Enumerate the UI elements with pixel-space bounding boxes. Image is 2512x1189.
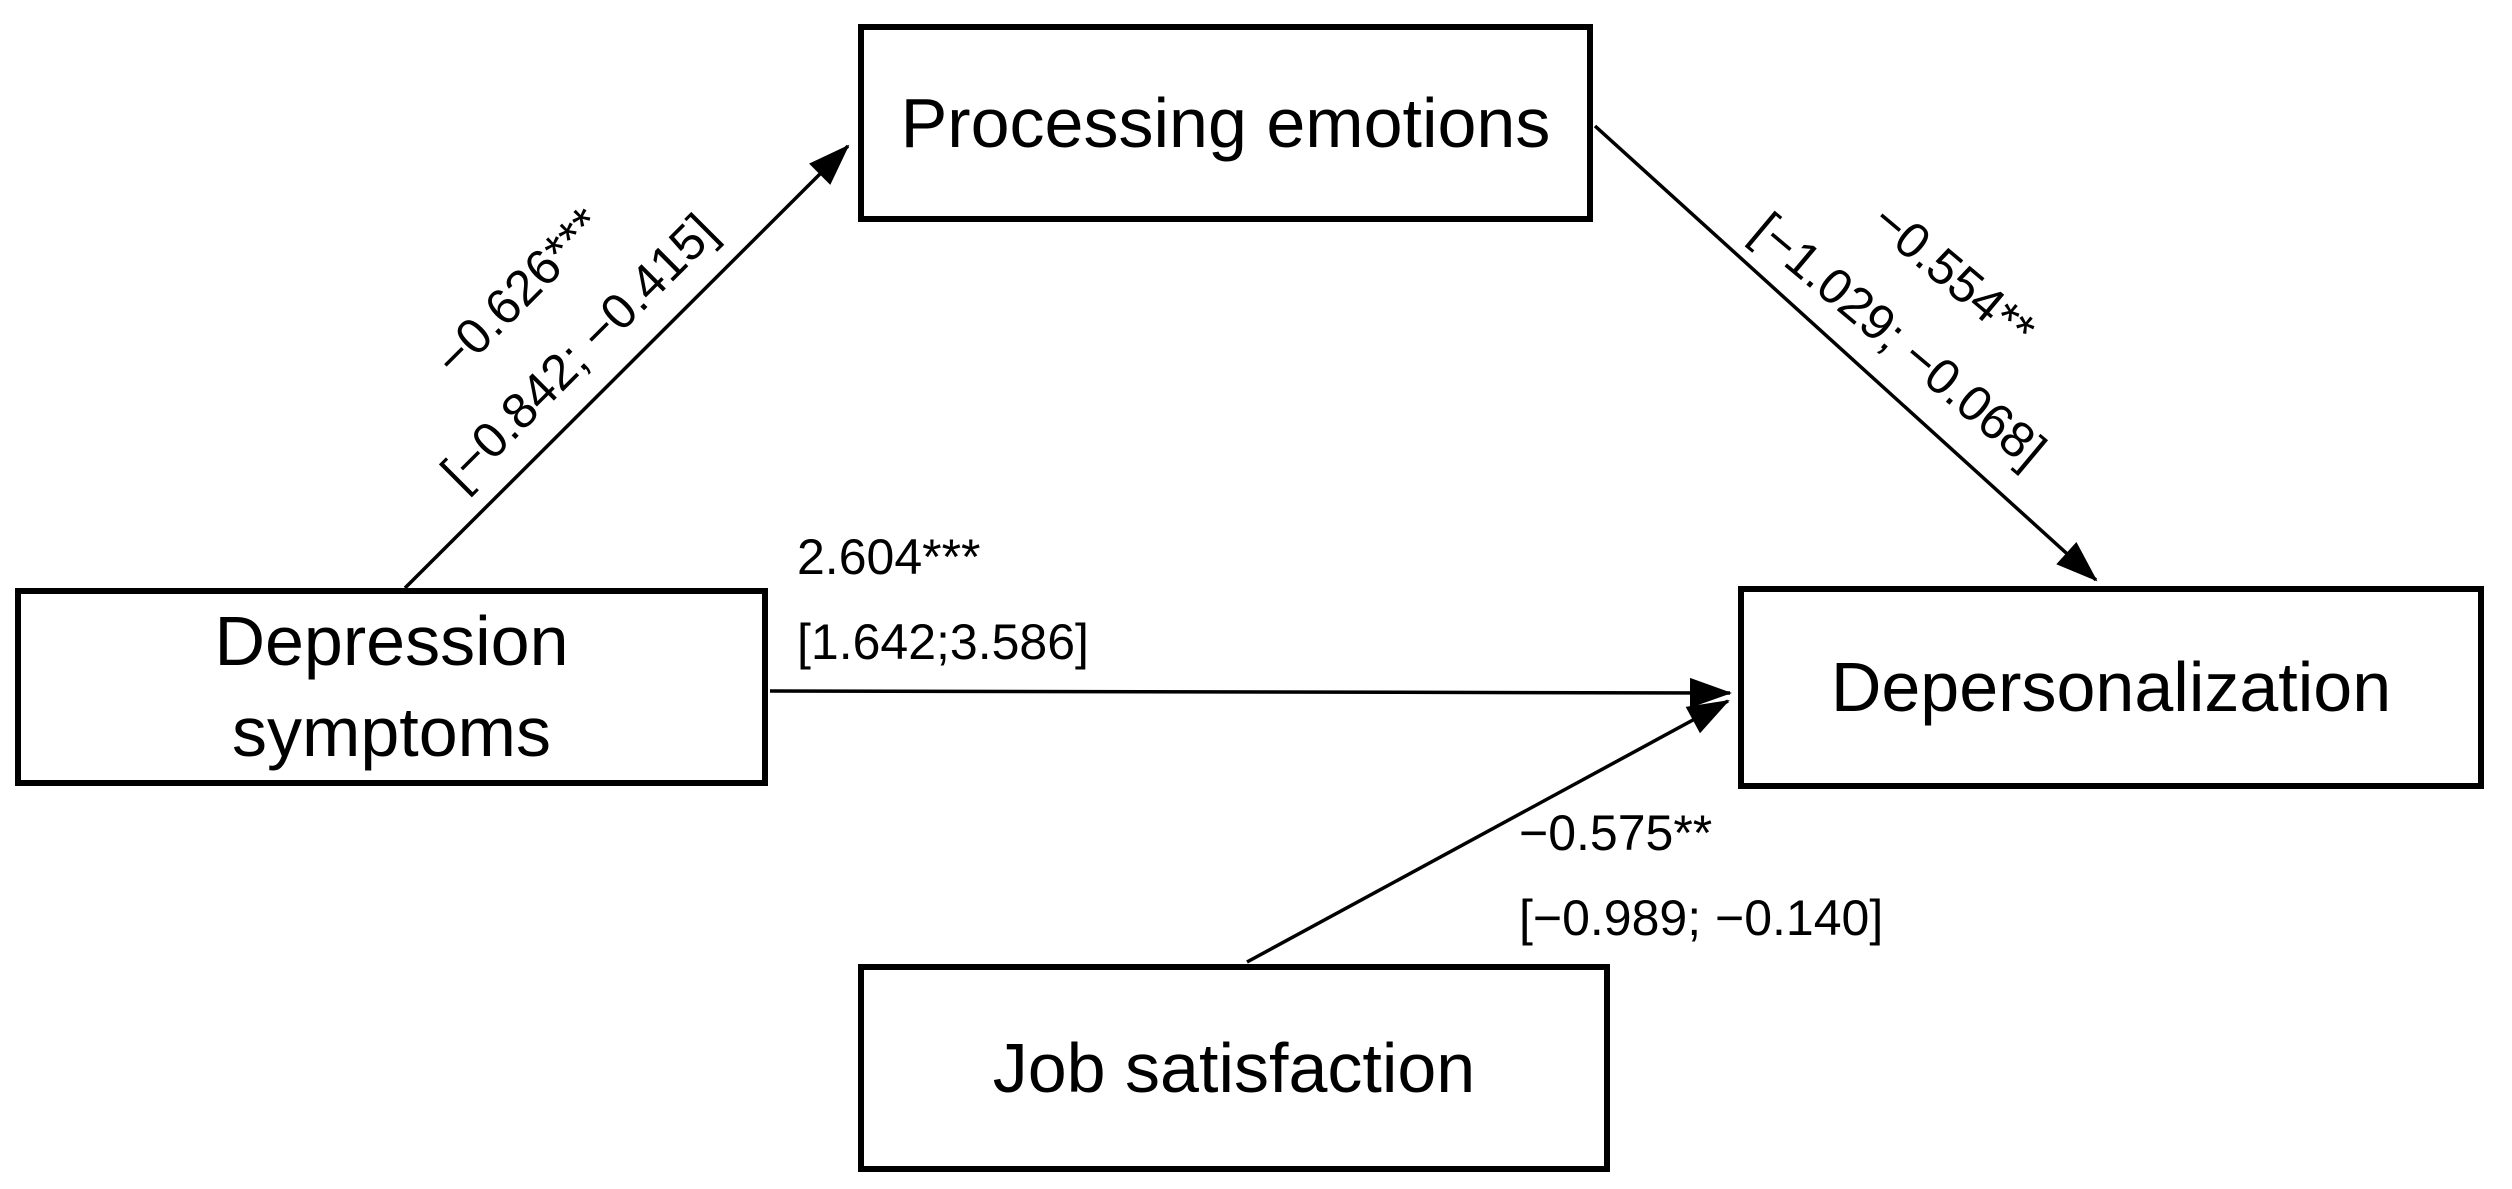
node-processing-emotions-label: Processing emotions: [900, 83, 1551, 162]
arrow-job-to-depersonalization: [1246, 699, 1730, 964]
node-depression-symptoms: Depression symptoms: [15, 588, 768, 786]
node-depression-symptoms-label: Depression symptoms: [214, 602, 569, 771]
node-depersonalization: Depersonalization: [1738, 586, 2484, 789]
arrow-processing-to-depersonalization: [1593, 124, 2098, 582]
arrow-depression-to-processing: [403, 144, 850, 590]
node-processing-emotions: Processing emotions: [858, 24, 1593, 222]
coefficient-job-to-depersonalization: −0.575**: [1519, 805, 1713, 861]
node-depersonalization-label: Depersonalization: [1830, 648, 2392, 726]
coefficient-depression-to-depersonalization: 2.604***: [797, 529, 981, 585]
confidence-interval-depression-to-depersonalization: [1.642;3.586]: [797, 614, 1089, 670]
path-label-job-to-depersonalization: −0.575** [−0.989; −0.140]: [1519, 791, 1883, 961]
arrow-depression-to-depersonalization: [769, 677, 1732, 708]
path-label-depression-to-depersonalization: 2.604*** [1.642;3.586]: [797, 515, 1089, 685]
node-job-satisfaction: Job satisfaction: [858, 964, 1610, 1172]
node-job-satisfaction-label: Job satisfaction: [992, 1028, 1476, 1107]
confidence-interval-job-to-depersonalization: [−0.989; −0.140]: [1519, 890, 1884, 946]
